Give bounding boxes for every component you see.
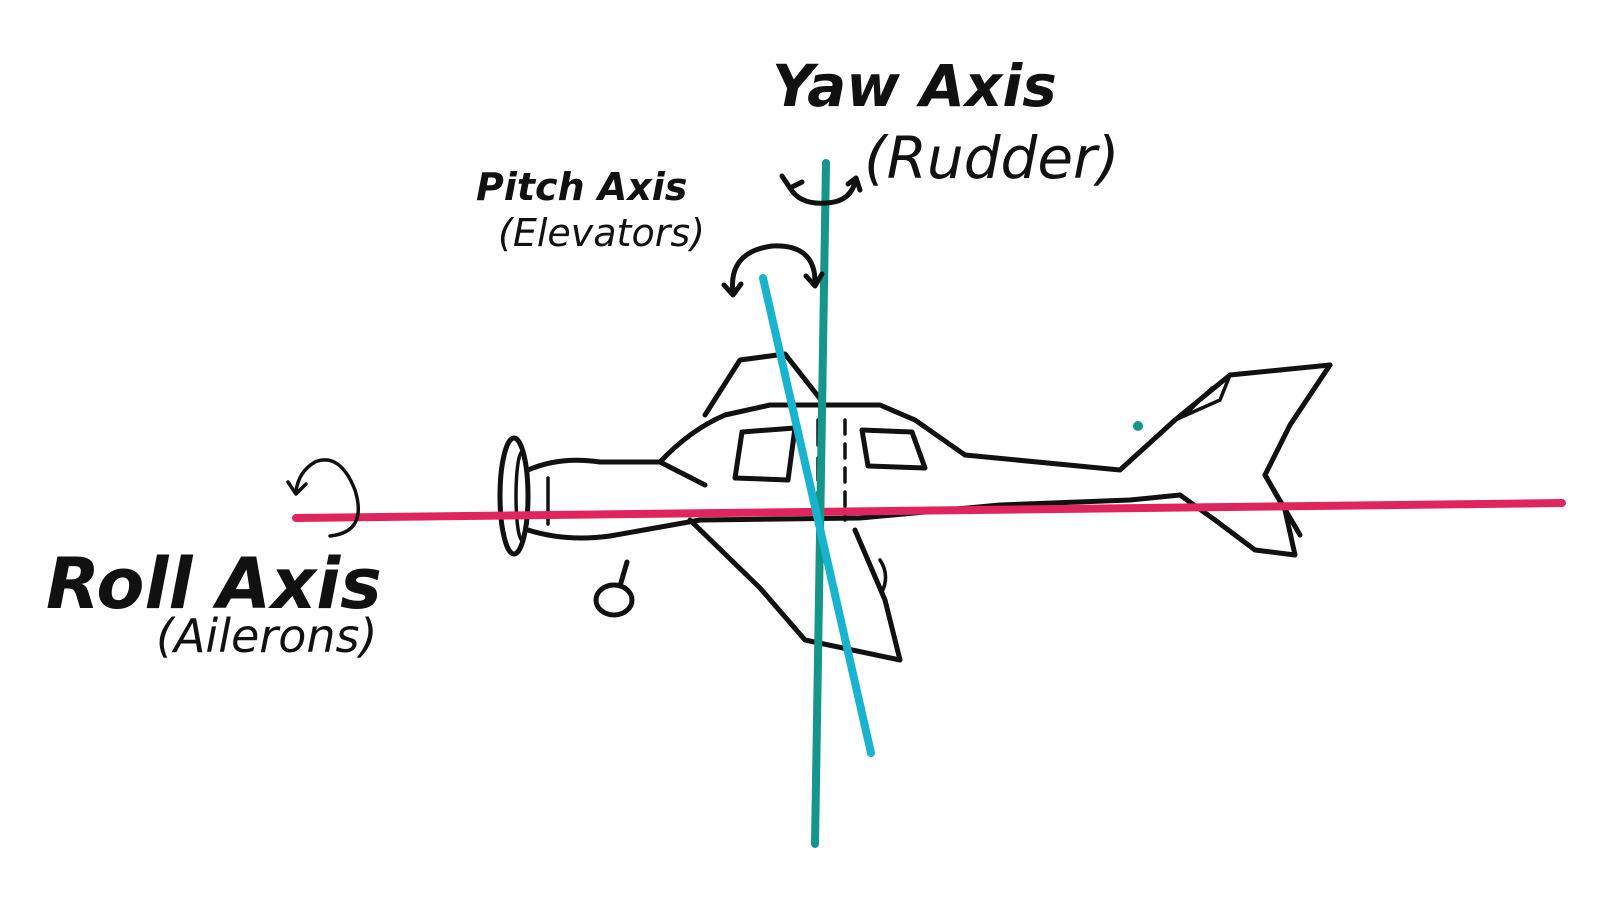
- roll-axis-title: Roll Axis: [46, 543, 382, 625]
- pitch-axis-line: [759, 274, 875, 757]
- yaw-axis-line: [811, 159, 830, 848]
- yaw-axis-title: Yaw Axis: [772, 52, 1057, 120]
- pitch-axis-title: Pitch Axis: [476, 165, 687, 209]
- pitch-rotation-arrow-icon: [721, 243, 825, 298]
- pitch-axis-subtitle: (Elevators): [498, 211, 705, 255]
- roll-axis-subtitle: (Ailerons): [156, 609, 377, 663]
- roll-axis-line: [292, 499, 1566, 522]
- roll-rotation-arrow-icon: [286, 458, 361, 538]
- airplane-sketch: [497, 351, 1333, 663]
- yaw-axis-subtitle: (Rudder): [864, 124, 1119, 192]
- yaw-rotation-arrow-icon: [779, 173, 863, 206]
